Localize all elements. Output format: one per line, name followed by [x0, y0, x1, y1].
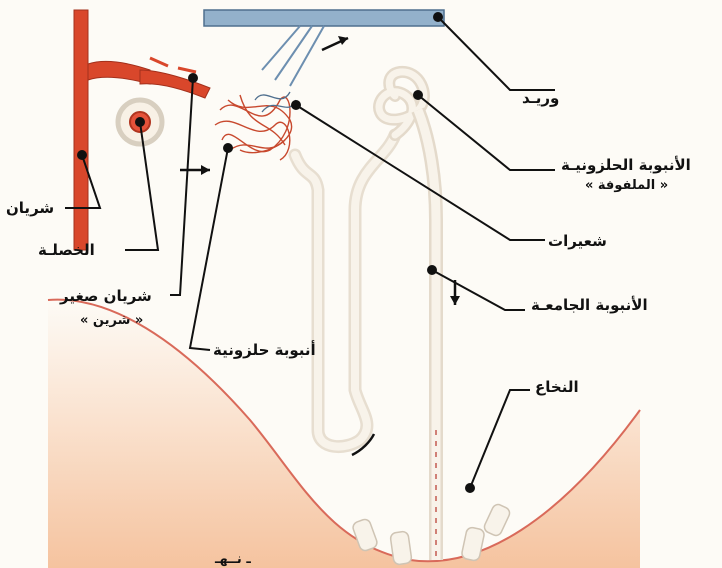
label-collecting-tubule: الأنبوبة الجامعـة	[531, 296, 648, 315]
label-artery: شريان	[6, 199, 54, 218]
loop-of-henle	[295, 135, 395, 447]
label-medulla: النخاع	[535, 378, 579, 397]
label-vein: وريـد	[522, 89, 559, 108]
label-small-artery-sub: « شرين »	[80, 313, 143, 329]
blood-flow-arrow	[150, 58, 196, 72]
medulla-region	[48, 300, 640, 568]
label-capillaries: شعيرات	[548, 232, 607, 251]
label-glomerulus: الخصلـة	[38, 241, 95, 260]
label-small-artery: شريان صغير	[60, 287, 152, 306]
label-coiled-tubule: الأنبوبة الحلزونيـة	[561, 156, 691, 175]
collecting-duct	[418, 110, 436, 560]
label-coiled-tubule-sub: « الملفوفة »	[585, 178, 668, 194]
label-bottom-fragment: ـ نــهـ	[215, 552, 251, 568]
label-convoluted-tubule: أنبوبة حلزونية	[213, 341, 316, 360]
